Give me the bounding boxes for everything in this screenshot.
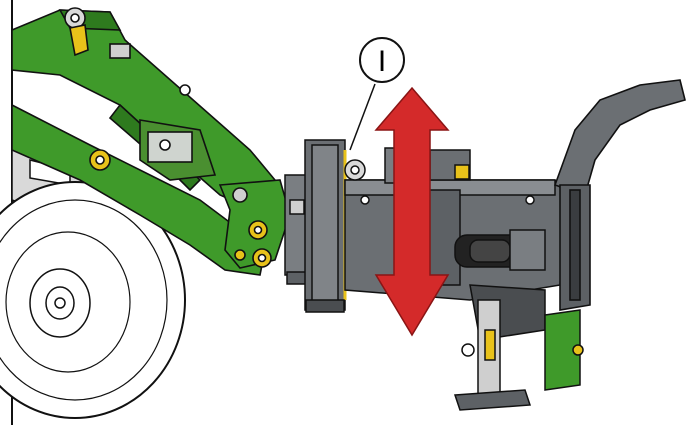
main-frame [344,179,566,301]
double-headed-vertical-arrow-icon [374,86,450,337]
support-stand [453,284,584,411]
rear-upright [553,79,686,311]
circle-callout-icon: I [359,37,405,83]
pivot-bracket [139,119,291,269]
callout-leader-line [349,83,376,151]
lower-link [11,84,266,276]
flange-plate [304,139,347,313]
wheel [0,181,186,419]
callout-label: I [378,45,386,78]
